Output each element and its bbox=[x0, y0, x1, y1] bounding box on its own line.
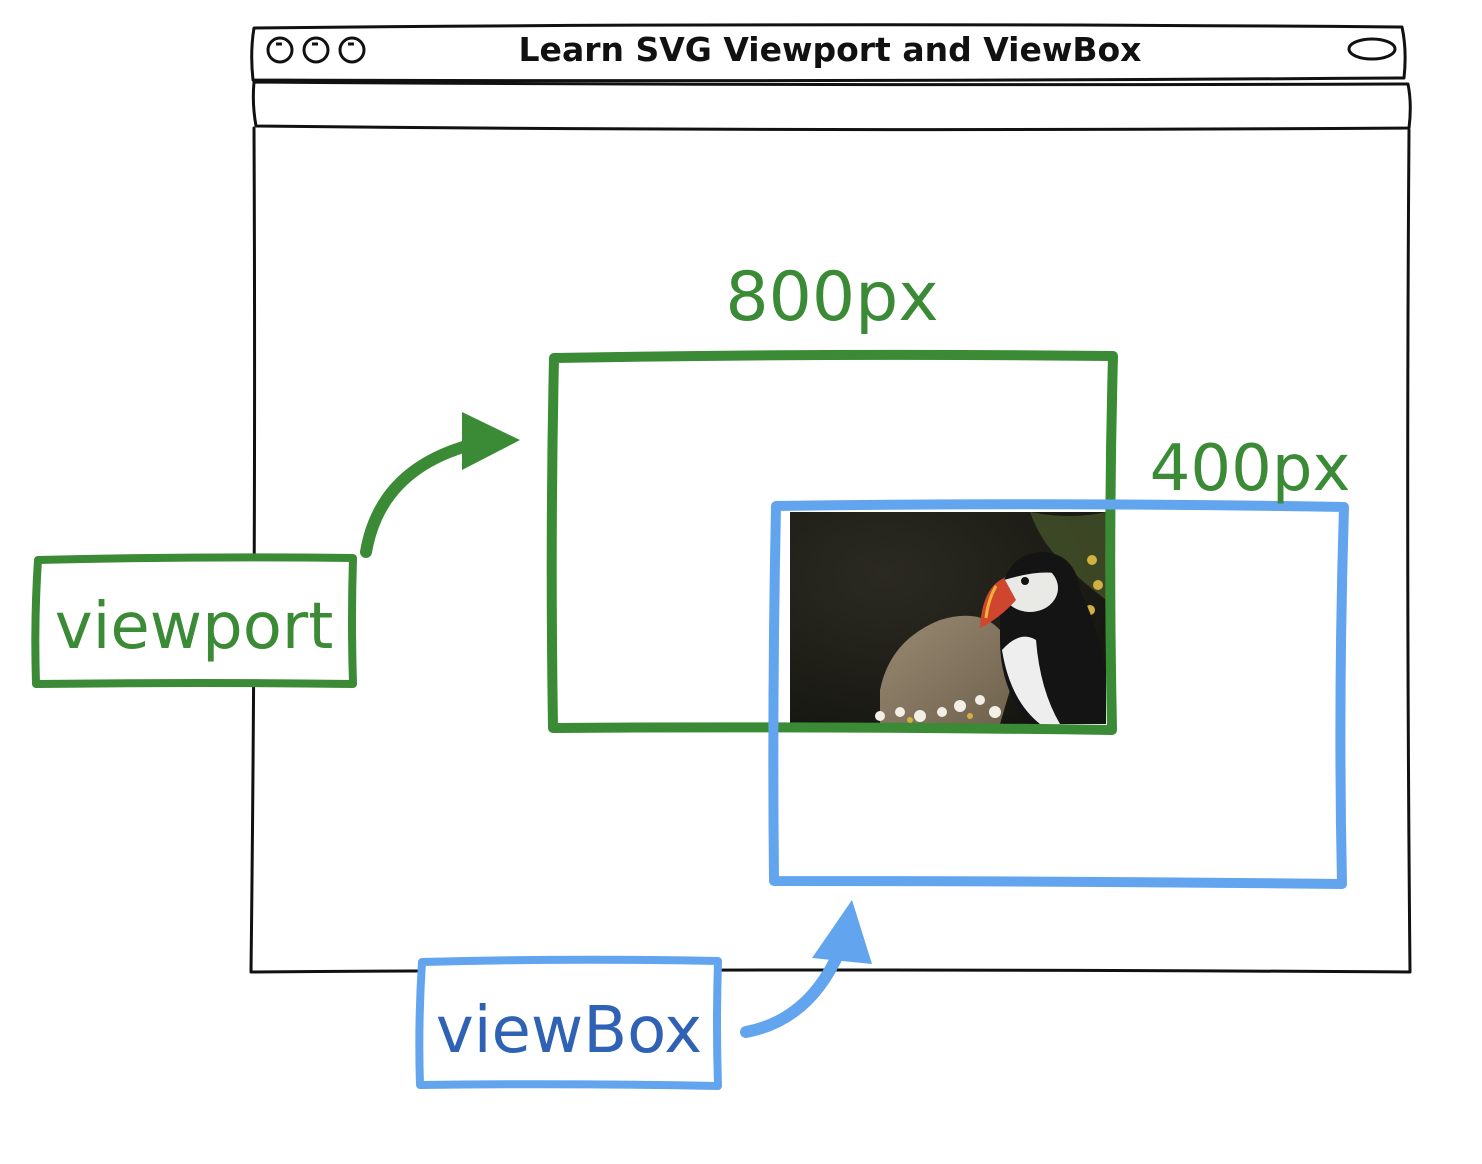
viewbox-width-label: 400px bbox=[1150, 432, 1351, 506]
viewport-width-label: 800px bbox=[725, 258, 938, 337]
window-title-bar bbox=[250, 23, 1407, 83]
window-toolbar bbox=[251, 80, 1412, 132]
viewbox-label: viewBox bbox=[436, 994, 702, 1068]
viewbox-label-box: viewBox bbox=[415, 955, 722, 1090]
viewport-box bbox=[546, 349, 1118, 735]
puffin-photo bbox=[790, 512, 1106, 724]
arrow-icon bbox=[360, 412, 520, 558]
viewport-label: viewport bbox=[55, 590, 334, 664]
viewbox-box bbox=[768, 499, 1349, 889]
viewport-label-box: viewport bbox=[31, 553, 357, 688]
window-title: Learn SVG Viewport and ViewBox bbox=[519, 30, 1142, 69]
window-control-icon[interactable] bbox=[338, 36, 366, 64]
window-control-icon[interactable] bbox=[302, 36, 330, 64]
window-pill-icon[interactable] bbox=[1347, 37, 1397, 61]
window-controls bbox=[266, 36, 366, 64]
arrow-icon bbox=[740, 900, 872, 1038]
window-control-icon[interactable] bbox=[266, 36, 294, 64]
